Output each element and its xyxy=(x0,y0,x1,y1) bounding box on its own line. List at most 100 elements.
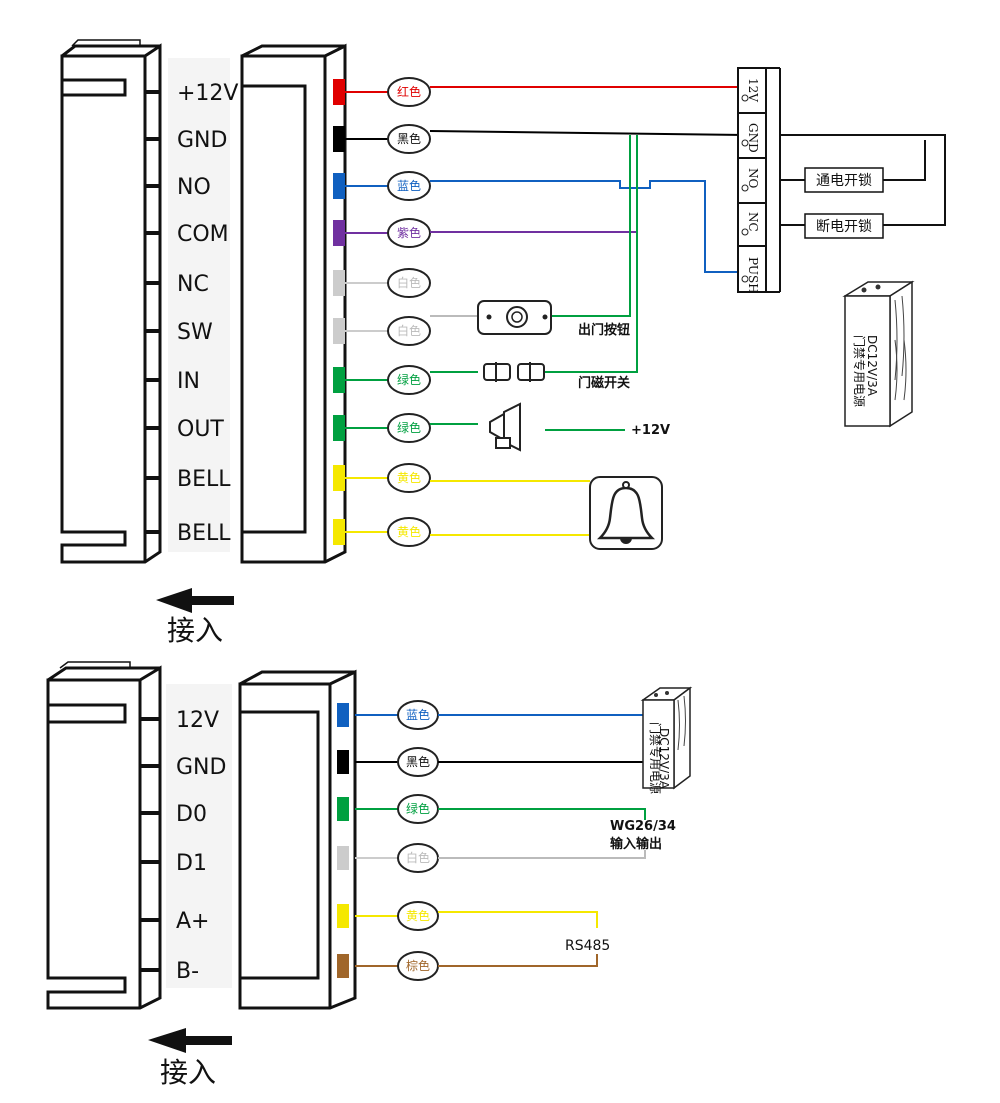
psu-bottom-model: DC12V/3A xyxy=(657,728,671,790)
bottom-pin-label: 12V xyxy=(176,708,219,733)
bottom-wire-route xyxy=(438,808,646,820)
top-pin-label: SW xyxy=(177,320,213,345)
top-wire-label: 蓝色 xyxy=(397,179,421,193)
bottom-wire-route xyxy=(438,850,646,859)
bottom-pin-label: D0 xyxy=(176,802,207,827)
top-wire-tag xyxy=(387,171,431,201)
top-wire-tag xyxy=(387,124,431,154)
exit-button-icon xyxy=(477,300,552,335)
bottom-pin-label: A+ xyxy=(176,909,209,934)
top-pin-label: NC xyxy=(177,272,209,297)
bottom-wire-swatch xyxy=(337,904,349,928)
terminal-screw-icon xyxy=(741,275,749,283)
top-wire-label: 绿色 xyxy=(397,420,421,435)
top-pin-label: BELL xyxy=(177,521,231,546)
bottom-pin-column xyxy=(166,684,232,988)
top-wire-label: 绿色 xyxy=(397,372,421,387)
power-supply-top: DC12V/3A 门禁专用电源 xyxy=(842,280,915,428)
bottom-mid-connector xyxy=(238,669,357,1010)
door-sensor-icon xyxy=(483,362,545,382)
top-wire-tag xyxy=(387,316,431,346)
terminal-screw-icon xyxy=(741,139,749,147)
top-wire-route xyxy=(429,130,746,136)
top-wire-tag xyxy=(387,365,431,395)
bottom-wire-label: 绿色 xyxy=(406,801,430,816)
bottom-wire-swatch xyxy=(337,954,349,978)
power-supply-bottom: DC12V/3A 门禁专用电源 xyxy=(640,686,693,794)
siren-label: +12V xyxy=(631,423,670,438)
top-wire-label: 紫色 xyxy=(397,226,421,240)
terminal-block xyxy=(737,67,781,293)
top-pin-label: COM xyxy=(177,222,229,247)
top-wire-route xyxy=(430,180,745,273)
terminal-label: PUSH xyxy=(746,257,760,294)
bottom-wire-route xyxy=(438,911,598,928)
top-wire-swatch xyxy=(333,173,345,199)
top-wire-label: 黑色 xyxy=(397,132,421,146)
top-wire-swatch xyxy=(333,415,345,441)
top-wire-swatch xyxy=(333,318,345,344)
top-wire-label: 红色 xyxy=(397,84,421,99)
terminal-label: GND xyxy=(746,123,760,153)
lock-wiring xyxy=(780,134,946,226)
top-pin-label: NO xyxy=(177,175,211,200)
top-wire-label: 黄色 xyxy=(397,525,421,539)
bottom-wire-swatch xyxy=(337,797,349,821)
terminal-screw-icon xyxy=(741,184,749,192)
top-arrow-label: 接入 xyxy=(167,614,223,647)
bottom-insert-arrow: 接入 xyxy=(148,1028,232,1089)
top-wire-route xyxy=(551,135,631,317)
terminal-screw-icon xyxy=(741,94,749,102)
psu-top-desc: 门禁专用电源 xyxy=(852,335,867,407)
top-wire-route xyxy=(544,135,638,373)
top-pin-label: GND xyxy=(177,128,227,153)
top-wire-tag xyxy=(387,413,431,443)
bottom-wire-label: 白色 xyxy=(406,850,430,865)
top-wire-swatch xyxy=(333,79,345,105)
top-wire-tag xyxy=(387,77,431,107)
top-wire-label: 白色 xyxy=(397,275,421,290)
terminal-screw-icon xyxy=(741,228,749,236)
top-wire-label: 黄色 xyxy=(397,471,421,485)
terminal-label: 12V xyxy=(746,78,760,102)
bottom-wire-swatch xyxy=(337,703,349,727)
lock-box-nc: 断电开锁 xyxy=(804,213,884,239)
bottom-left-connector xyxy=(46,661,162,1010)
bottom-pin-label: GND xyxy=(176,755,226,780)
lock-box-no-label: 通电开锁 xyxy=(816,173,872,189)
top-wire-swatch xyxy=(333,367,345,393)
siren-icon xyxy=(489,402,521,452)
wiegand-label-2: 输入输出 xyxy=(610,836,662,852)
bottom-wire-label: 黄色 xyxy=(406,909,430,923)
top-wire-label: 白色 xyxy=(397,323,421,338)
bottom-wire-label: 黑色 xyxy=(406,755,430,769)
top-insert-arrow: 接入 xyxy=(156,588,234,647)
top-pin-column xyxy=(168,58,230,552)
terminal-label: NC xyxy=(746,212,760,232)
bottom-wire-route xyxy=(438,954,598,967)
psu-bottom-desc: 门禁专用电源 xyxy=(648,722,663,794)
top-wire-tag xyxy=(387,463,431,493)
bottom-wire-swatch xyxy=(337,846,349,870)
bottom-wire-label: 蓝色 xyxy=(406,708,430,722)
lock-box-no: 通电开锁 xyxy=(804,167,884,193)
bottom-pin-label: D1 xyxy=(176,851,207,876)
top-wire-swatch xyxy=(333,465,345,491)
top-wire-tag xyxy=(387,517,431,547)
top-wire-swatch xyxy=(333,270,345,296)
top-wire-swatch xyxy=(333,126,345,152)
bell-icon xyxy=(589,476,663,550)
top-wire-tag xyxy=(387,268,431,298)
door-sensor-label: 门磁开关 xyxy=(578,375,630,391)
bottom-wire-tag xyxy=(397,901,439,931)
bottom-wire-swatch xyxy=(337,750,349,774)
exit-button-label: 出门按钮 xyxy=(578,322,630,338)
psu-top-model: DC12V/3A xyxy=(865,335,879,397)
top-left-connector xyxy=(60,39,162,564)
rs485-label: RS485 xyxy=(565,938,610,954)
top-wire-swatch xyxy=(333,519,345,545)
top-wire-swatch xyxy=(333,220,345,246)
